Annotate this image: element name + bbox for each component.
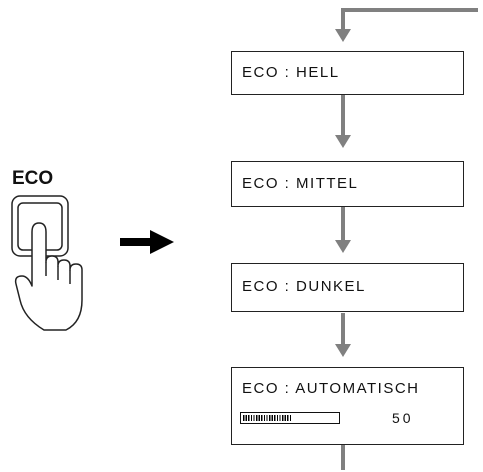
hand-icon <box>14 222 83 331</box>
flow-arrow-into-hell <box>335 29 351 42</box>
mode-box-mittel: ECO : MITTEL <box>231 161 464 207</box>
mode-box-automatisch: ECO : AUTOMATISCH 50 <box>231 367 464 445</box>
mode-label-hell: ECO : HELL <box>242 64 340 81</box>
eco-button-label: ECO <box>12 168 54 189</box>
mode-label-automatisch: ECO : AUTOMATISCH <box>242 380 420 397</box>
mode-box-dunkel: ECO : DUNKEL <box>231 263 464 312</box>
mode-label-dunkel: ECO : DUNKEL <box>242 278 366 295</box>
flow-arrow-dunkel-to-automatisch <box>335 344 351 357</box>
level-gauge-fill <box>243 415 291 421</box>
mode-box-hell: ECO : HELL <box>231 51 464 95</box>
flow-arrow-mittel-to-dunkel <box>335 240 351 253</box>
mode-label-mittel: ECO : MITTEL <box>242 175 359 192</box>
return-flow-top <box>341 8 478 30</box>
level-gauge <box>240 412 340 424</box>
flow-arrow-hell-to-mittel <box>335 135 351 148</box>
level-value: 50 <box>392 410 414 426</box>
press-arrow-icon <box>120 230 174 254</box>
